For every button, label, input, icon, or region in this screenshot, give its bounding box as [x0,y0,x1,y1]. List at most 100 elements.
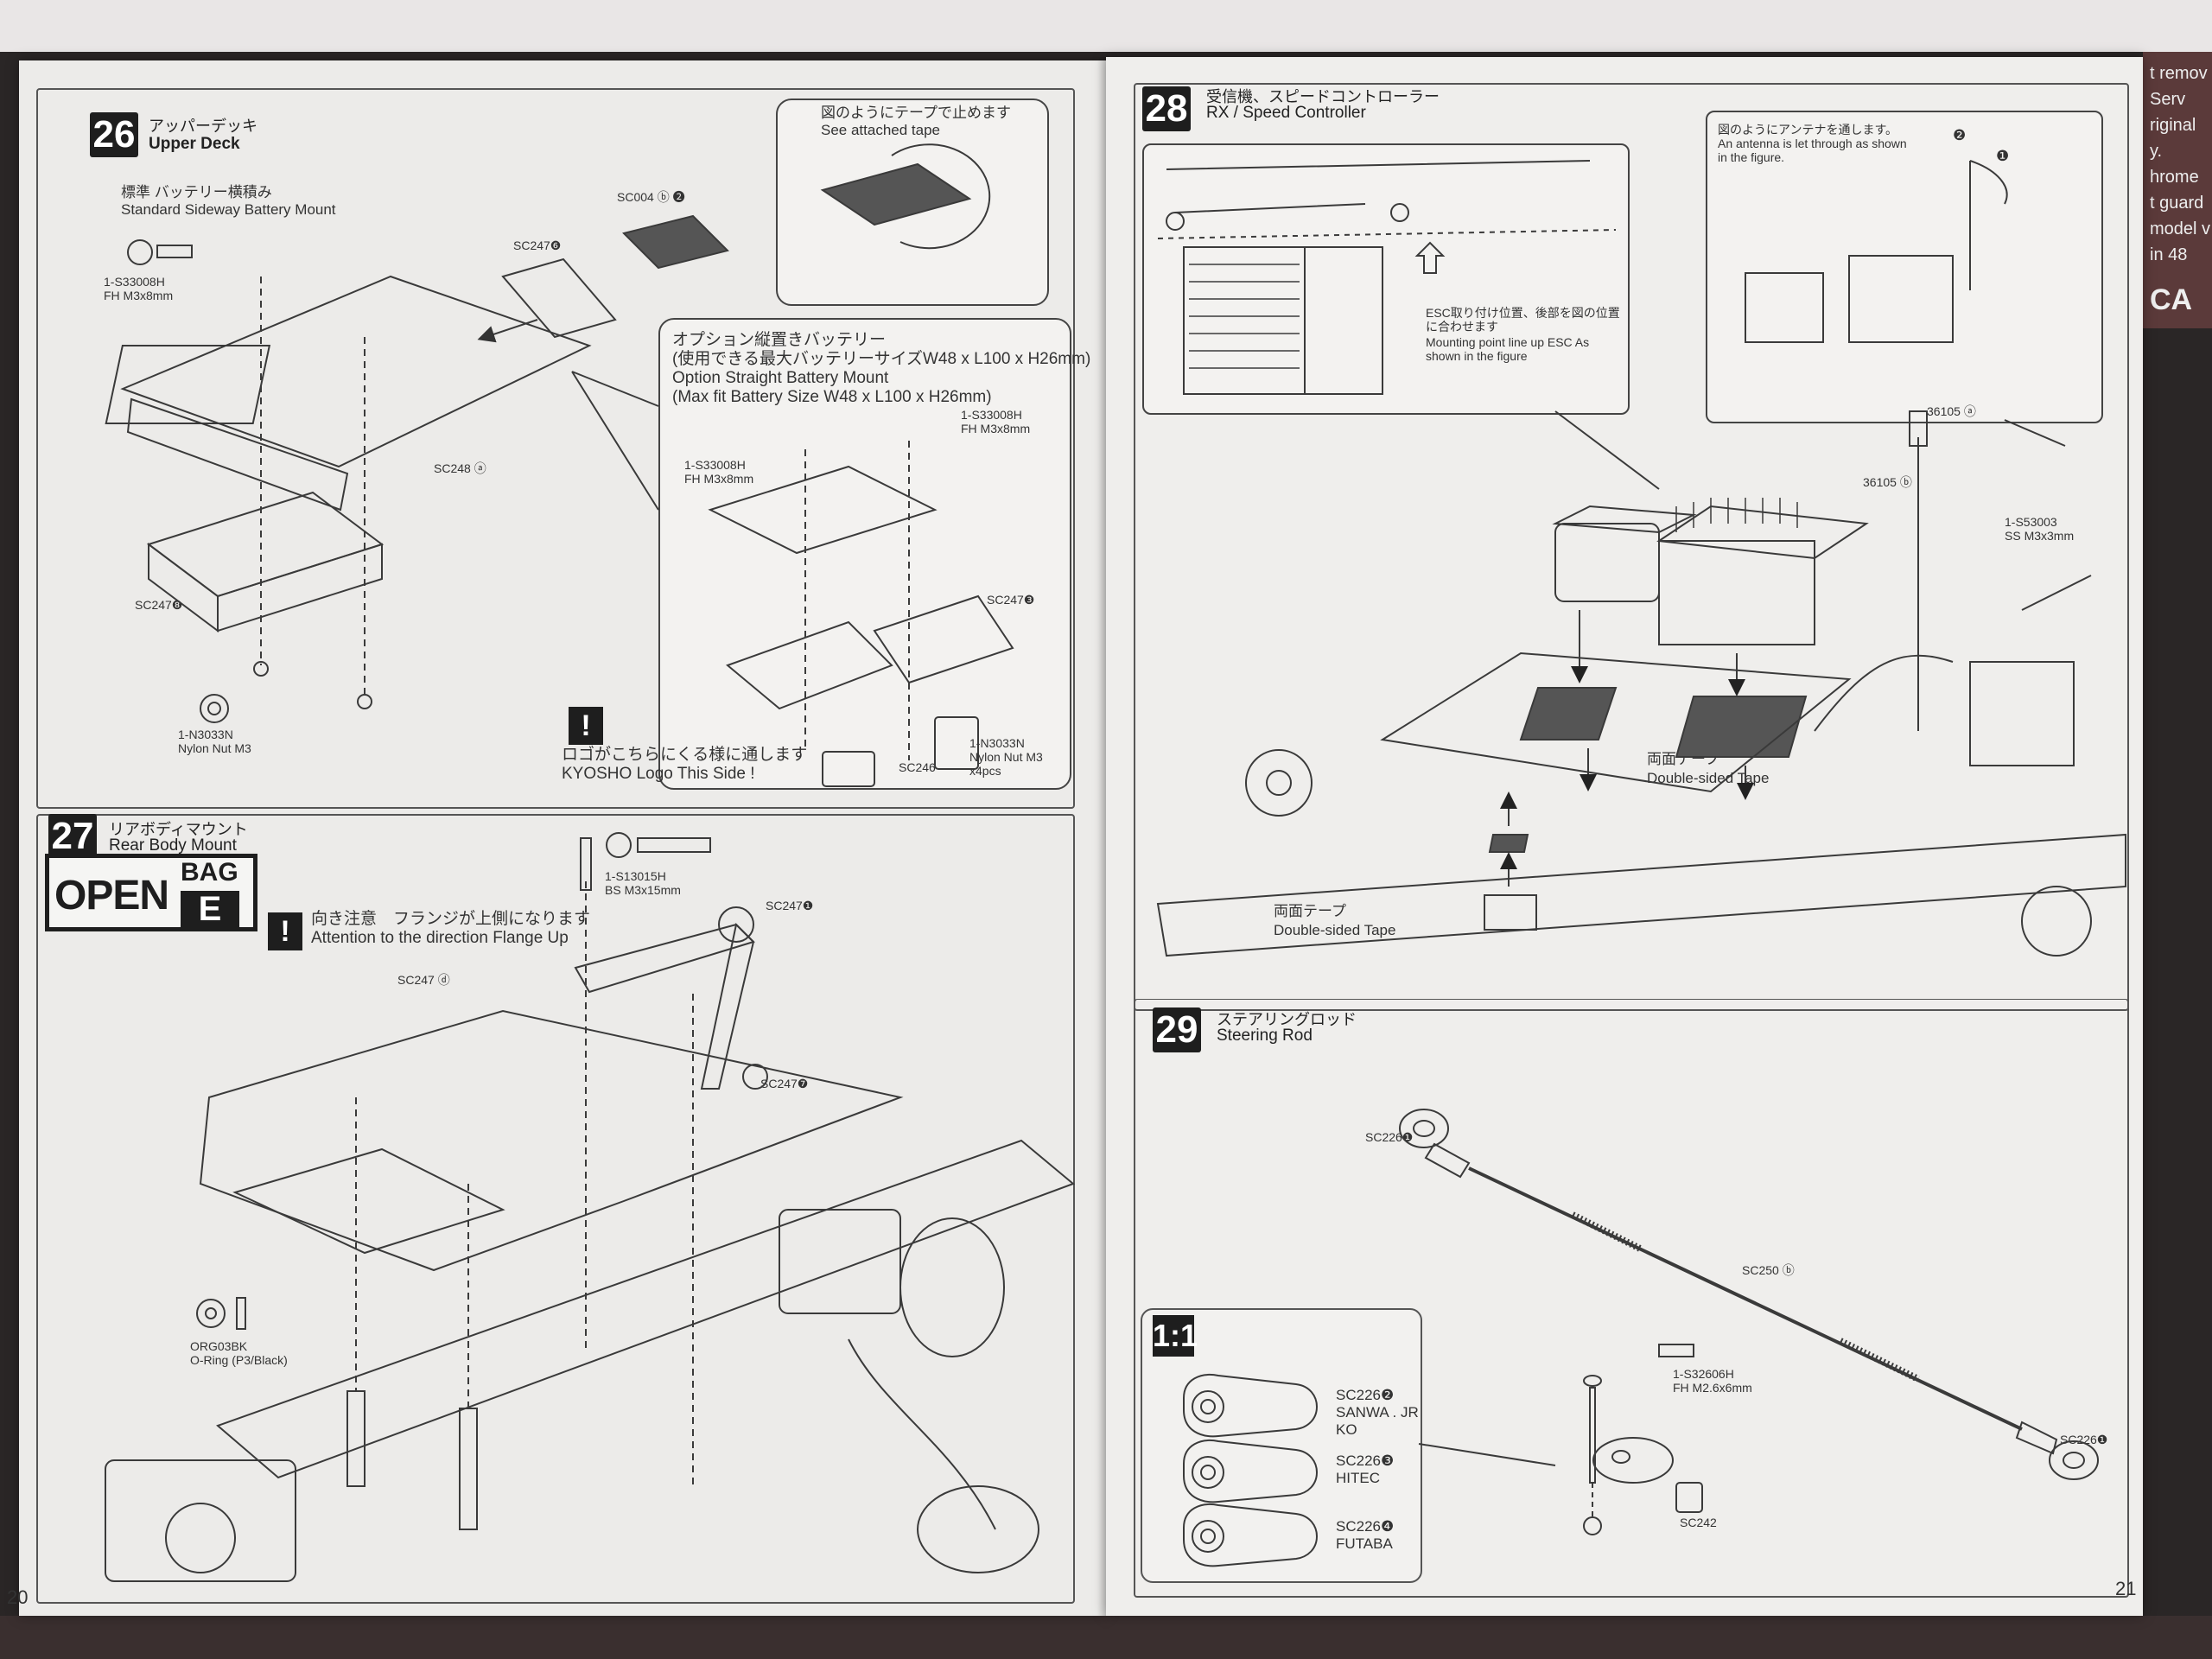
page-number-left: 20 [7,1586,29,1608]
part-screw2-code: 1-S33008H [961,408,1022,422]
manual-page-right: 28 受信機、スピードコントローラー RX / Speed Controller… [1106,57,2143,1616]
step-29-frame [1134,999,2129,1598]
option-en-1: Option Straight Battery Mount [672,369,889,387]
esc-note-jp-2: に合わせます [1426,320,1498,334]
part-set-screw-code: 1-S53003 [2005,515,2057,529]
part-sc246: SC246 [899,760,936,774]
option-battery-callout [658,318,1071,790]
logo-note-jp: ロゴがこちらにくる様に通します [562,746,808,764]
tape2-en: Double-sided Tape [1274,922,1396,938]
peek-line: riginal [2150,116,2196,135]
part-sc247-7: SC247❼ [760,1077,809,1090]
antenna-note-en-1: An antenna is let through as shown [1718,137,1907,150]
part-sc004: SC004 ⓑ ❷ [617,190,685,204]
part-nut-code: 1-N3033N [178,728,233,741]
peek-line: model v [2150,219,2211,238]
part-screw-code: 1-S32606H [1673,1367,1734,1381]
tape-note-jp: 図のようにテープで止めます [821,105,1011,121]
part-sc250: SC250 ⓑ [1742,1263,1795,1277]
flange-note-jp: 向き注意 フランジが上側になります [311,910,591,928]
std-mount-en: Standard Sideway Battery Mount [121,201,336,218]
step-26-illustration [19,60,1106,838]
part-sc226-1-bottom: SC226❶ [2060,1433,2108,1446]
option-jp-1: オプション縦置きバッテリー [672,331,887,349]
option-jp-2: (使用できる最大バッテリーサイズW48 x L100 x H26mm) [672,350,1091,368]
part-screw3-spec: FH M3x8mm [684,472,754,486]
part-screw-spec: FH M3x8mm [104,289,174,302]
antenna-note-jp: 図のようにアンテナを通します。 [1718,123,1898,137]
peek-line: hrome [2150,168,2199,187]
part-sc247-8: SC247❽ [135,598,183,612]
part-nut-spec: Nylon Nut M3 [178,741,251,755]
page-number-right: 21 [2115,1578,2137,1599]
peek-line: t remov [2150,64,2208,83]
step-29-title-en: Steering Rod [1217,1027,1313,1045]
manual-page-left: 26 アッパーデッキ Upper Deck 標準 バッテリー横積み Standa… [7,60,1106,1616]
part-screw-code: 1-S33008H [104,275,165,289]
part-sc247-1: SC247❶ [766,899,814,912]
scale-ratio-badge: 1:1 [1153,1315,1198,1357]
tape1-en: Double-sided Tape [1647,770,1770,786]
next-page-peek: t remov Serv riginal y. hrome t guard mo… [2143,52,2212,328]
step-26-title-jp: アッパーデッキ [149,118,257,136]
part-sc247-6: SC247❻ [513,238,562,252]
step-26-frame [36,88,1075,809]
step-27-title-jp: リアボディマウント [109,821,248,839]
part-36105a: 36105 ⓐ [1927,404,1976,418]
open-bag-e-badge: OPEN BAG E [45,854,257,931]
peek-line: Serv [2150,90,2186,109]
antenna-note-en-2: in the figure. [1718,150,1785,164]
step-27-frame [36,814,1075,1604]
flange-note-en: Attention to the direction Flange Up [311,929,569,947]
step-27-title-en: Rear Body Mount [109,836,237,855]
part-nut2-code: 1-N3033N [969,736,1025,750]
tape2-jp: 両面テープ [1274,903,1346,919]
warning-icon: ! [268,912,302,950]
logo-note-en: KYOSHO Logo This Side ! [562,765,755,783]
bag-letter: E [181,891,239,927]
antenna-mark-1: ❶ [1996,148,2010,164]
step-26-number: 26 [90,112,138,157]
antenna-callout [1706,111,2103,423]
peek-line: t guard [2150,194,2204,213]
esc-note-jp-1: ESC取り付け位置、後部を図の位置 [1426,306,1620,320]
tape-note-en: See attached tape [821,122,941,138]
step-28-number: 28 [1142,86,1191,131]
part-sc248: SC248 ⓐ [434,461,486,475]
table-edge [0,1616,2212,1659]
esc-mount-callout [1142,143,1630,415]
part-nut2-spec: Nylon Nut M3 [969,750,1043,764]
part-oring-code: ORG03BK [190,1339,248,1353]
antenna-mark-2: ❷ [1953,127,1967,143]
part-sc247-3: SC247❸ [987,593,1035,607]
upper-deck-plate [123,276,589,467]
std-mount-jp: 標準 バッテリー横積み [121,184,272,200]
step-28-title-en: RX / Speed Controller [1206,104,1366,122]
part-screw2-spec: FH M3x8mm [961,422,1031,435]
part-screw-code: 1-S13015H [605,869,666,883]
step-29-number: 29 [1153,1007,1201,1052]
part-set-screw-spec: SS M3x3mm [2005,529,2075,543]
part-sc247-d: SC247 ⓓ [397,973,450,987]
horn-sanwa-brand-2: KO [1336,1421,1357,1438]
step-28-frame [1134,83,2129,1011]
part-oring-spec: O-Ring (P3/Black) [190,1353,288,1367]
open-label: OPEN [54,873,169,918]
horn-sanwa-code: SC226❷ [1336,1387,1395,1403]
step-29-illustration [1106,57,2143,1612]
part-screw-spec: BS M3x15mm [605,883,681,897]
step-26-title-en: Upper Deck [149,135,240,153]
peek-line: in 48 [2150,245,2188,264]
horn-hitec-brand: HITEC [1336,1470,1380,1486]
part-sc242: SC242 [1680,1516,1717,1529]
desk-background [0,0,2212,52]
speed-controller [1659,541,1815,645]
step-28-illustration [1106,57,2143,1025]
horn-futaba-code: SC226❹ [1336,1518,1395,1535]
peek-line: y. [2150,142,2163,161]
option-en-2: (Max fit Battery Size W48 x L100 x H26mm… [672,388,992,406]
bag-label: BAG [181,858,238,887]
horn-hitec-code: SC226❸ [1336,1452,1395,1469]
part-36105b: 36105 ⓑ [1863,475,1912,489]
horn-sanwa-brand-1: SANWA . JR [1336,1404,1419,1421]
